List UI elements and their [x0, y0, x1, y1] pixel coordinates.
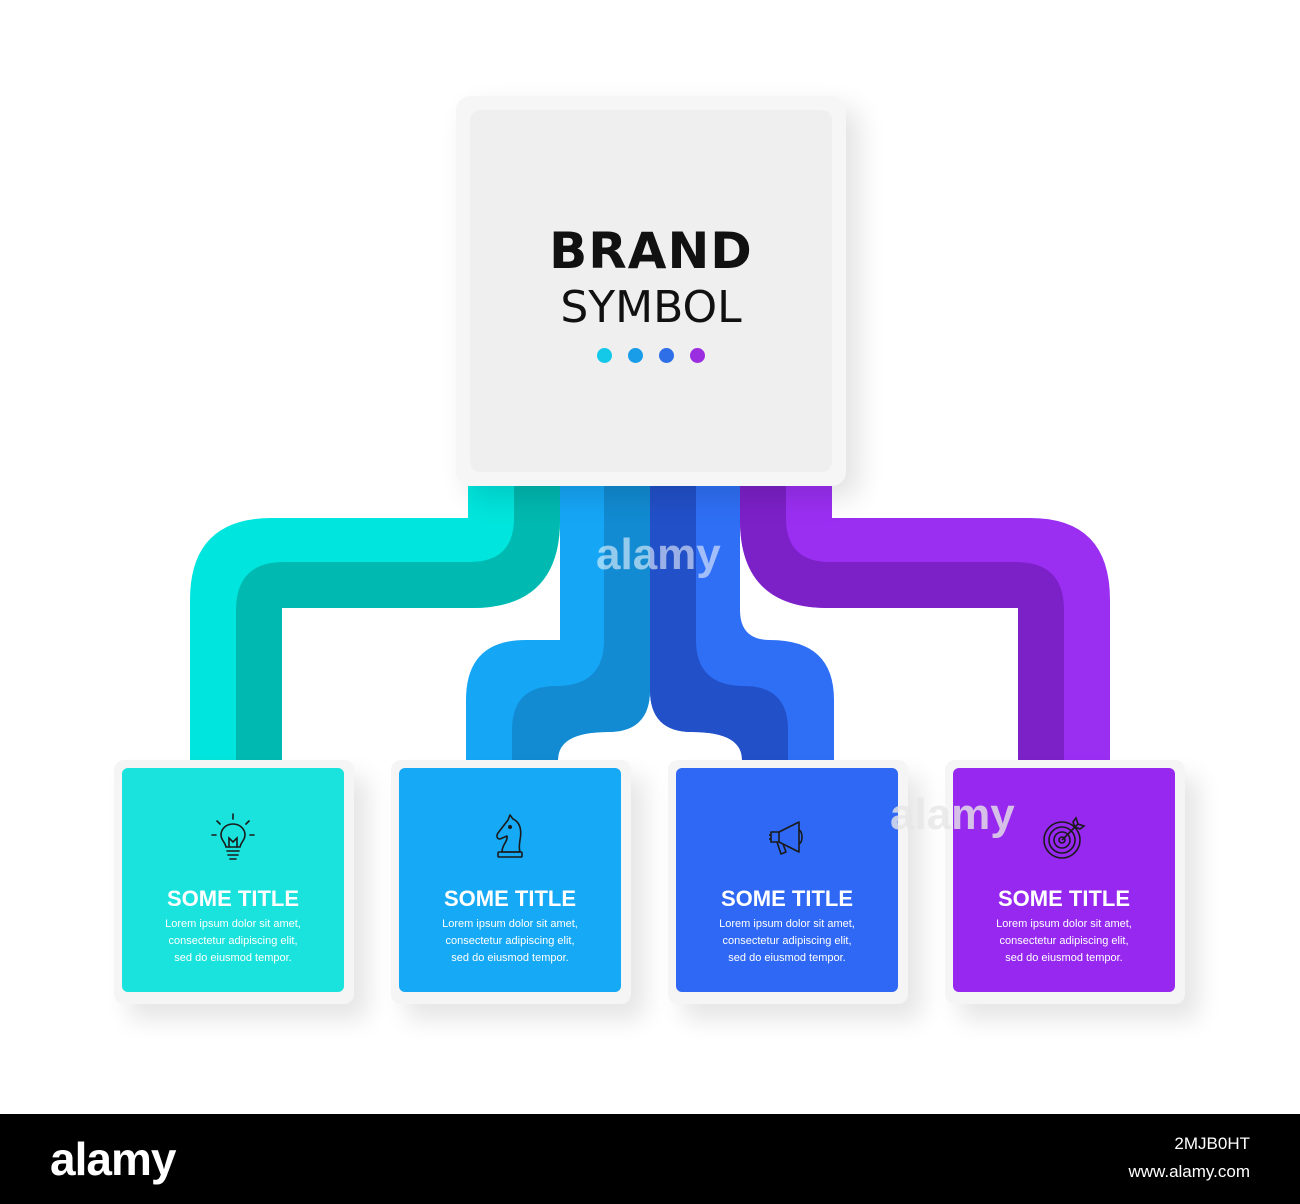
watermark-right: alamy	[890, 790, 1015, 839]
brand-title: BRAND	[549, 222, 753, 280]
card-1-text: Lorem ipsum dolor sit amet, consectetur …	[165, 918, 301, 964]
footer-image-id: 2MJB0HT	[1174, 1134, 1250, 1153]
footer-bar: alamy 2MJB0HT www.alamy.com	[0, 1114, 1300, 1204]
card-4-face: SOME TITLE Lorem ipsum dolor sit amet, c…	[953, 768, 1175, 992]
dot-1	[597, 348, 612, 363]
card-3-text: Lorem ipsum dolor sit amet, consectetur …	[719, 918, 855, 964]
connector-purple-outer	[740, 486, 1110, 760]
card-4-text: Lorem ipsum dolor sit amet, consectetur …	[996, 918, 1132, 964]
card-2-text: Lorem ipsum dolor sit amet, consectetur …	[442, 918, 578, 964]
card-3-title: SOME TITLE	[721, 886, 853, 911]
footer-url: www.alamy.com	[1128, 1162, 1250, 1181]
connector-royal-inner	[650, 486, 788, 760]
connector-lines	[190, 486, 1110, 760]
watermark-center: alamy	[596, 530, 721, 579]
megaphone-icon	[769, 821, 803, 855]
brand-symbol-box: BRAND SYMBOL	[456, 96, 846, 486]
connector-teal-inner	[236, 486, 560, 760]
color-dots	[456, 348, 846, 363]
card-3: SOME TITLE Lorem ipsum dolor sit amet, c…	[668, 760, 908, 1004]
dot-3	[659, 348, 674, 363]
card-1: SOME TITLE Lorem ipsum dolor sit amet, c…	[114, 760, 354, 1004]
brand-symbol-face	[470, 110, 832, 472]
brand-subtitle: SYMBOL	[560, 282, 742, 333]
lightbulb-icon	[211, 813, 255, 860]
card-4: SOME TITLE Lorem ipsum dolor sit amet, c…	[945, 760, 1185, 1004]
infographic-canvas: BRAND SYMBOL	[114, 96, 1185, 1004]
card-3-face: SOME TITLE Lorem ipsum dolor sit amet, c…	[676, 768, 898, 992]
card-2: SOME TITLE Lorem ipsum dolor sit amet, c…	[391, 760, 631, 1004]
chess-knight-icon	[496, 814, 523, 858]
connector-teal-outer	[190, 486, 560, 760]
target-dart-icon	[1043, 816, 1086, 859]
card-1-title: SOME TITLE	[167, 886, 299, 911]
card-2-face: SOME TITLE Lorem ipsum dolor sit amet, c…	[399, 768, 621, 992]
dot-4	[690, 348, 705, 363]
card-4-title: SOME TITLE	[998, 886, 1130, 911]
card-1-face: SOME TITLE Lorem ipsum dolor sit amet, c…	[122, 768, 344, 992]
card-2-title: SOME TITLE	[444, 886, 576, 911]
connector-blue-inner	[512, 486, 650, 760]
dot-2	[628, 348, 643, 363]
footer-logo: alamy	[50, 1133, 176, 1185]
connector-purple-inner	[740, 486, 1064, 760]
